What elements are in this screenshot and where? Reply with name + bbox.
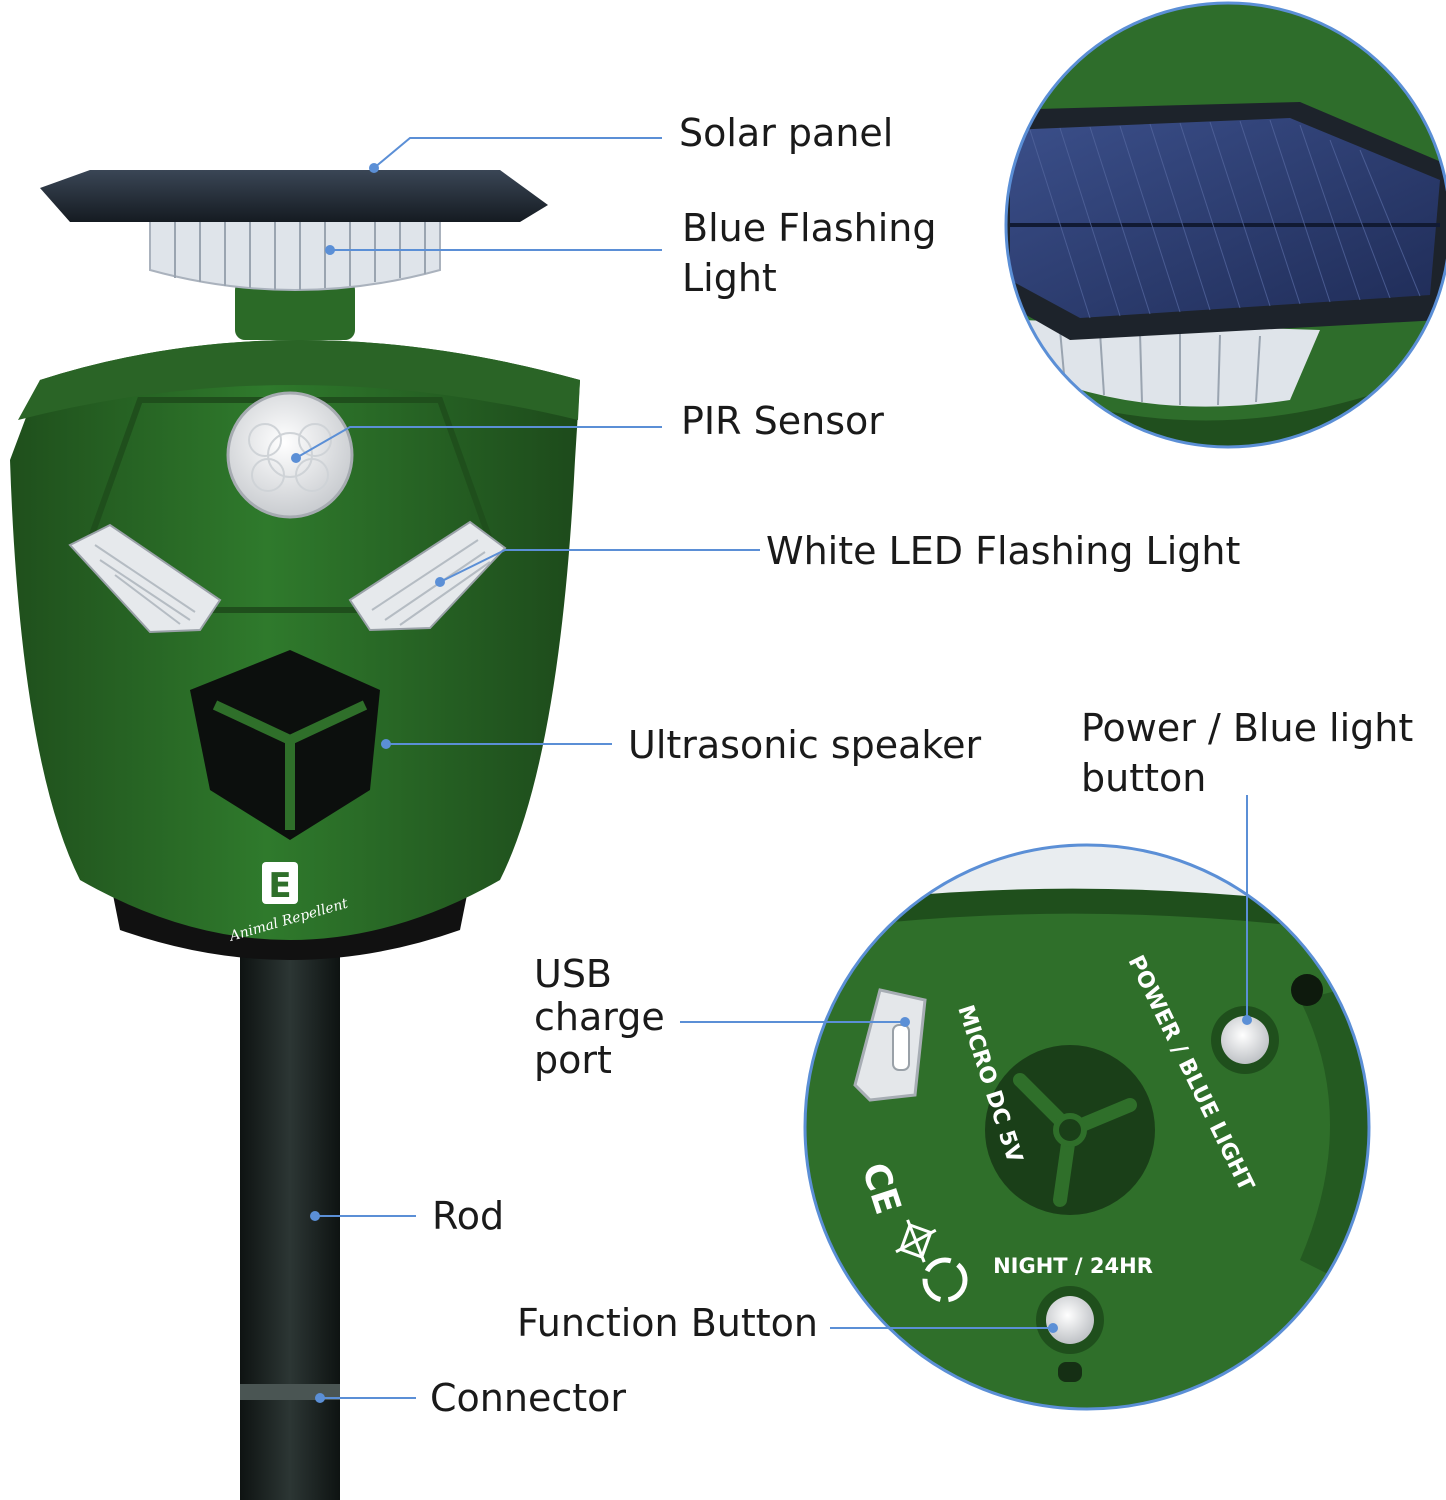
leader-white-led (439, 549, 760, 583)
rod (240, 940, 340, 1500)
leader-dots (291, 163, 1252, 1403)
pir-facets (248, 423, 332, 492)
label-connector: Connector (430, 1376, 626, 1420)
label-usb-port: USB charge port (534, 952, 665, 1082)
solar-panel-top (40, 170, 548, 222)
label-rod: Rod (432, 1194, 505, 1238)
leader-lines (295, 137, 1248, 1399)
logo-letter: E (268, 866, 291, 906)
device-main: E Animal Repellent (10, 170, 580, 1500)
solar-closeup (1004, 1, 1446, 449)
ultrasonic-speaker (190, 650, 380, 840)
device-base-shadow (110, 880, 470, 960)
white-led-left (68, 523, 222, 634)
weee-icon (895, 1219, 937, 1263)
night-24-label: NIGHT / 24HR (993, 1254, 1153, 1278)
device-body (10, 340, 580, 940)
connector-ring (240, 1384, 340, 1400)
label-function-button: Function Button (517, 1301, 818, 1345)
label-white-led: White LED Flashing Light (766, 529, 1241, 573)
blue-light-dome (149, 214, 441, 291)
label-power-button: Power / Blue light button (1081, 706, 1414, 800)
bottom-closeup: MICRO DC 5V POWER / BLUE LIGHT NIGHT / 2… (803, 843, 1371, 1411)
leader-pir (295, 426, 662, 459)
device-top-band (18, 340, 580, 420)
solar-cells (1010, 118, 1440, 318)
white-led-right (348, 520, 507, 632)
pir-sensor (226, 391, 354, 519)
label-pir-sensor: PIR Sensor (681, 399, 884, 443)
usb-port (853, 988, 927, 1102)
device-neck (235, 280, 355, 340)
leader-solar (373, 137, 662, 169)
label-solar-panel: Solar panel (679, 111, 894, 155)
label-ultrasonic-speaker: Ultrasonic speaker (628, 723, 982, 767)
recycle-icon (922, 1257, 968, 1303)
label-blue-flashing-light: Blue Flashing Light (682, 206, 937, 300)
